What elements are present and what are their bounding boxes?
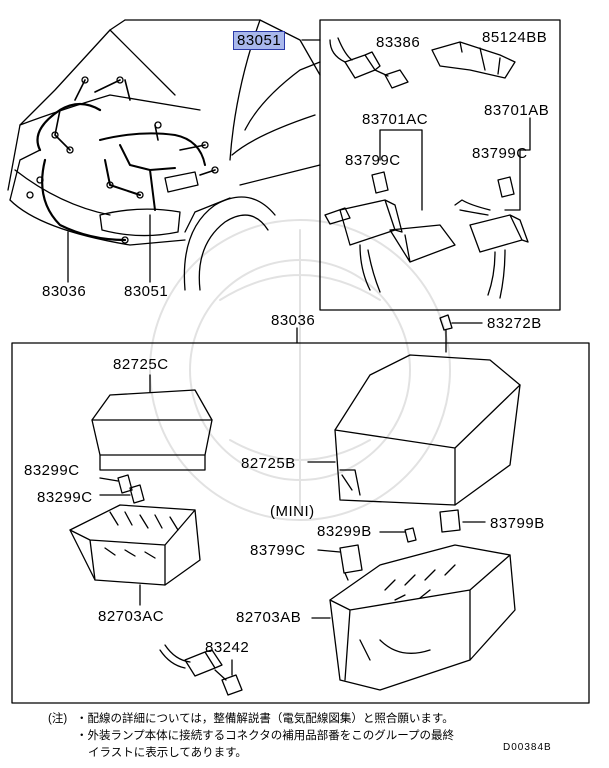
part-label-83799C-lower[interactable]: 83799C: [250, 542, 306, 559]
note-line-2: ・外装ランプ本体に接続するコネクタの補用品部番をこのグループの最終: [76, 730, 455, 742]
part-label-83701AC[interactable]: 83701AC: [362, 111, 429, 128]
part-label-82703AC[interactable]: 82703AC: [98, 608, 165, 625]
car-body-outline: [7, 19, 321, 291]
part-label-83799C-left[interactable]: 83799C: [345, 152, 401, 169]
part-label-83299B[interactable]: 83299B: [317, 523, 372, 540]
part-label-83272B[interactable]: 83272B: [487, 315, 542, 332]
part-label-83036-assembly[interactable]: 83036: [271, 312, 316, 329]
mini-annotation: (MINI): [270, 503, 315, 520]
part-label-83051-harness[interactable]: 83051: [124, 283, 169, 300]
note-line-3: イラストに表示してあります。: [88, 747, 247, 759]
part-label-83299C-upper[interactable]: 83299C: [24, 462, 80, 479]
note-prefix: (注): [48, 713, 68, 725]
watermark-emblem: [149, 219, 451, 521]
part-label-85124BB[interactable]: 85124BB: [482, 29, 548, 46]
part-label-83036-harness[interactable]: 83036: [42, 283, 87, 300]
detail-box-lower: [11, 314, 590, 704]
note-line-1: ・配線の詳細については，整備解説書（電気配線図集）と照合願います。: [76, 713, 454, 725]
diagram-code: D00384B: [503, 742, 552, 753]
part-label-83242[interactable]: 83242: [205, 639, 250, 656]
part-label-83299C-lower[interactable]: 83299C: [37, 489, 93, 506]
part-label-83386[interactable]: 83386: [376, 34, 421, 51]
part-label-82725C[interactable]: 82725C: [113, 356, 169, 373]
part-label-82725B[interactable]: 82725B: [241, 455, 296, 472]
part-label-83701AB[interactable]: 83701AB: [484, 102, 550, 119]
part-label-82703AB[interactable]: 82703AB: [236, 609, 302, 626]
detail-box-top-right: [301, 19, 561, 311]
part-label-83051-highlighted[interactable]: 83051: [233, 31, 286, 50]
part-label-83799C-right[interactable]: 83799C: [472, 145, 528, 162]
part-label-83799B[interactable]: 83799B: [490, 515, 545, 532]
